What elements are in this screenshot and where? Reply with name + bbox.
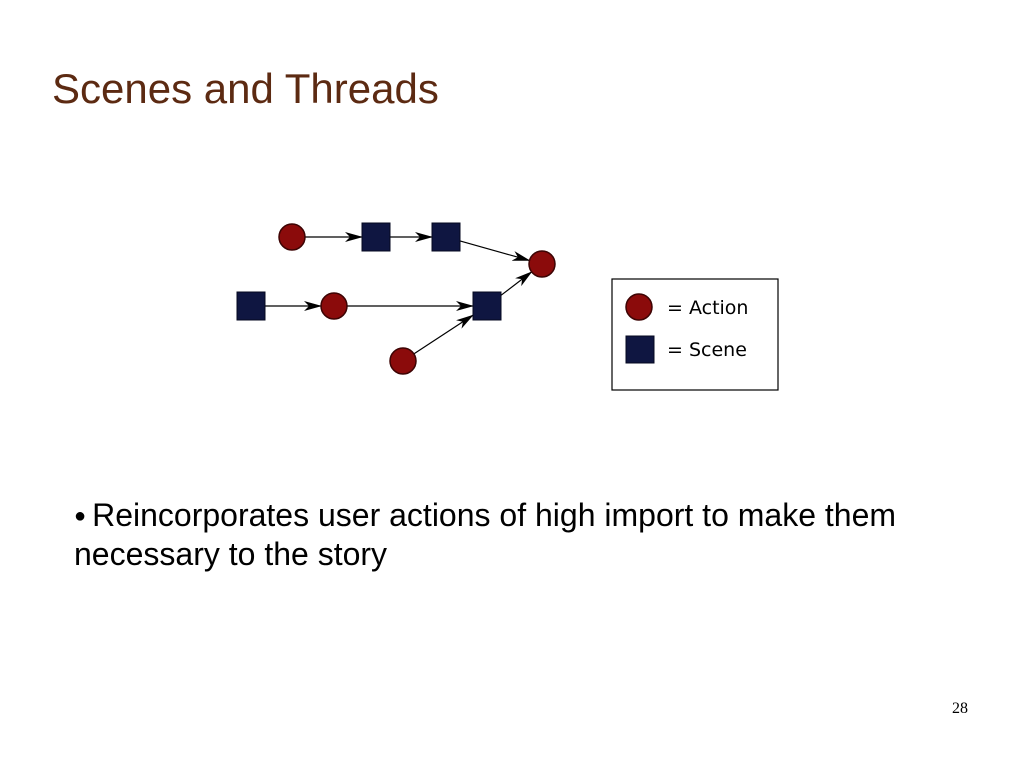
action-node-a3: [320, 292, 348, 320]
action-node-a1: [278, 223, 306, 251]
edge-s4-a2: [500, 271, 533, 296]
bullet-marker: ●: [74, 505, 87, 527]
edge-a4-s4: [413, 314, 474, 355]
slide-title: Scenes and Threads: [52, 65, 439, 112]
legend: = Action = Scene: [611, 278, 779, 391]
scene-node-s1: [361, 222, 391, 252]
diagram-edges: [265, 232, 533, 355]
diagram-nodes: [236, 222, 556, 375]
bullet-item: ●Reincorporates user actions of high imp…: [74, 496, 934, 573]
scene-node-s2: [431, 222, 461, 252]
legend-scene-label: = Scene: [667, 339, 747, 361]
scene-node-s3: [236, 291, 266, 321]
edge-s2-a2: [459, 240, 531, 262]
legend-action-icon: [625, 293, 653, 321]
action-node-a4: [389, 347, 417, 375]
page-number: 28: [952, 700, 968, 717]
legend-action-label: = Action: [667, 297, 748, 319]
scene-node-s4: [472, 291, 502, 321]
action-node-a2: [528, 250, 556, 278]
legend-scene-icon: [625, 335, 655, 364]
bullet-text: Reincorporates user actions of high impo…: [74, 497, 897, 572]
